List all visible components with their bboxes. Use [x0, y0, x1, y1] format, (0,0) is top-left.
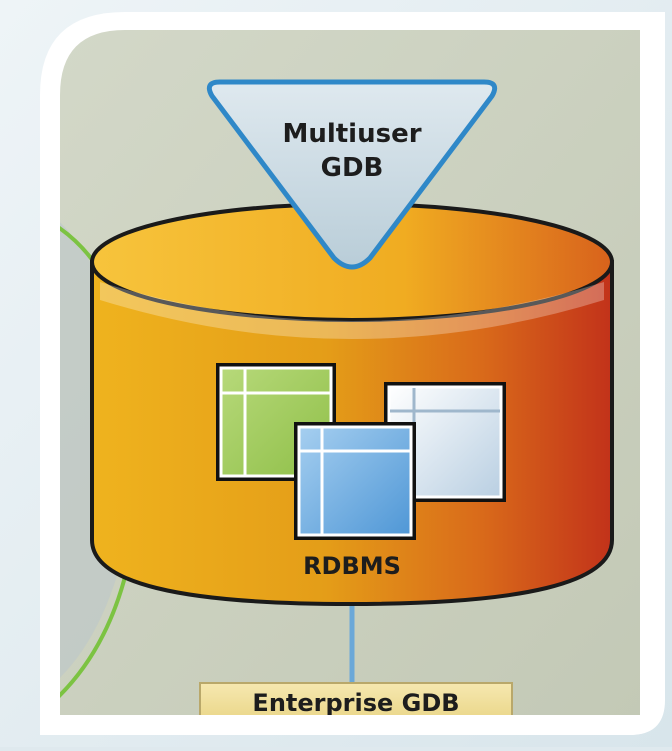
table-icon-blue	[294, 422, 416, 540]
cylinder-highlight	[100, 282, 604, 339]
multiuser-label-line2: GDB	[321, 153, 384, 183]
multiuser-label-line1: Multiuser	[282, 119, 421, 149]
enterprise-gdb-label: Enterprise GDB	[252, 689, 459, 717]
table-icon-green	[216, 363, 336, 481]
multiuser-gdb-triangle	[206, 79, 498, 270]
enterprise-gdb-box	[199, 682, 513, 715]
background-circle	[60, 190, 135, 710]
rdbms-label: RDBMS	[303, 552, 401, 580]
frame-content: RDBMS Multiuser GDB Enterprise GDB	[60, 30, 640, 717]
